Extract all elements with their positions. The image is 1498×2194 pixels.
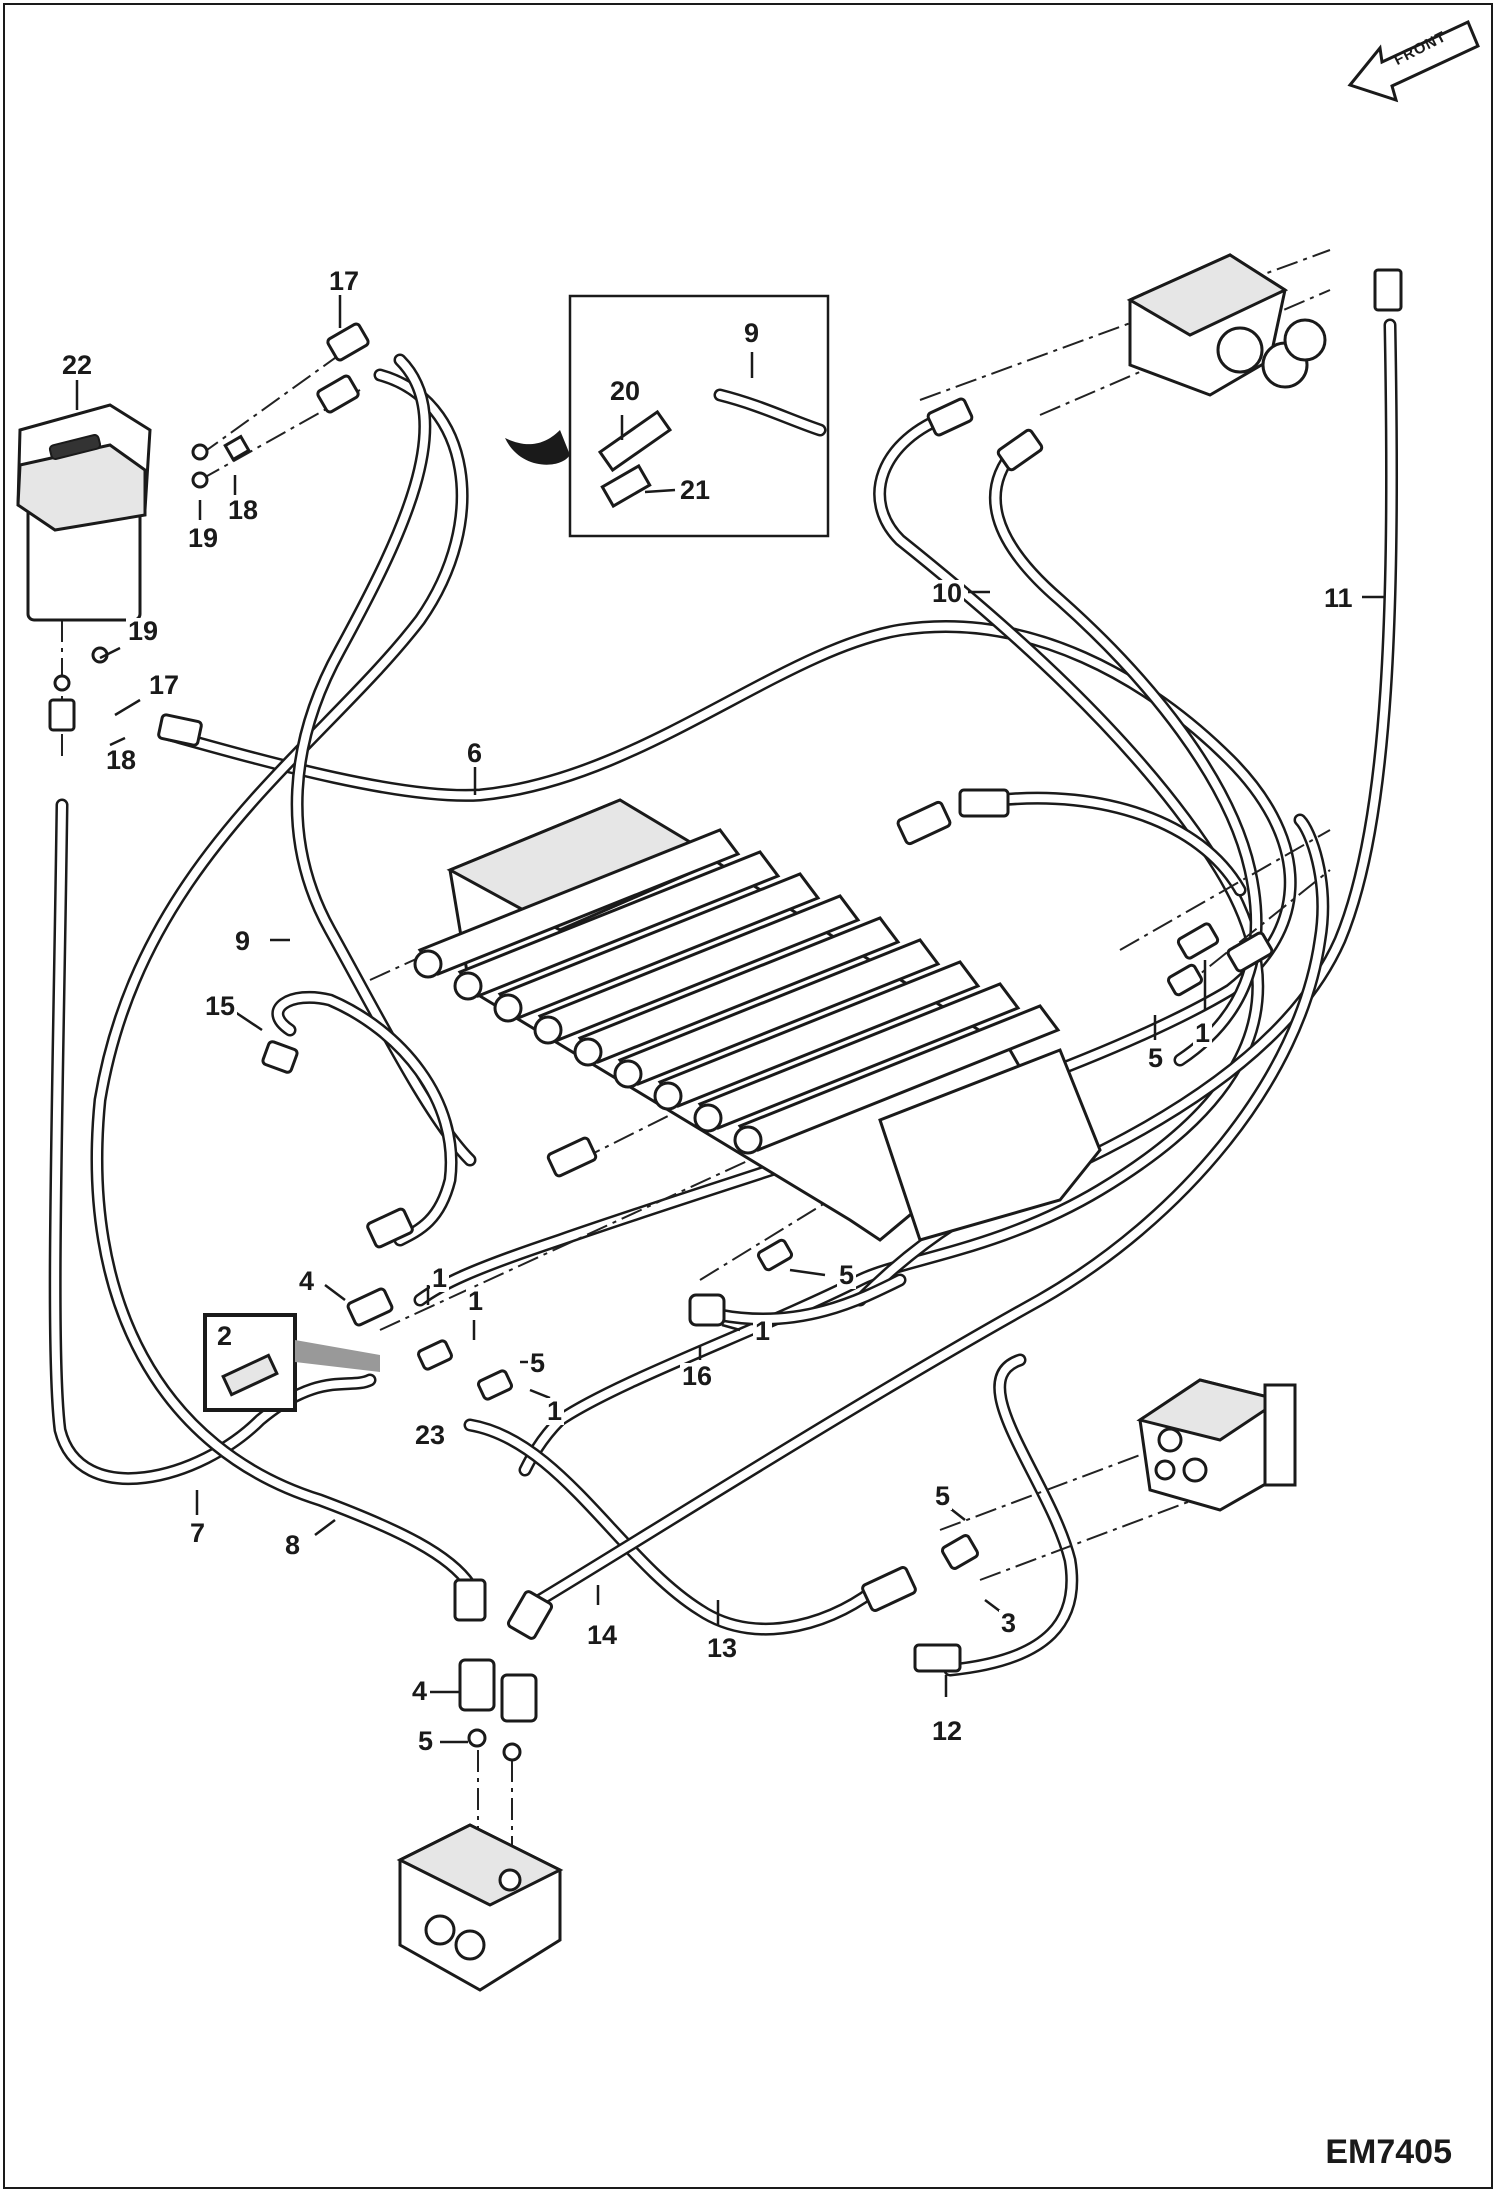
bottom-block bbox=[396, 1823, 564, 1992]
callout-6: 6 bbox=[465, 738, 485, 768]
diagram-code: EM7405 bbox=[1325, 2133, 1452, 2171]
callout-13: 13 bbox=[705, 1633, 740, 1663]
callout-19-mid: 19 bbox=[126, 616, 161, 646]
spool-end bbox=[573, 1037, 603, 1067]
callout-4-left: 4 bbox=[297, 1266, 317, 1296]
callout-22: 22 bbox=[60, 350, 95, 380]
detail-inset-2 bbox=[203, 1313, 380, 1412]
callout-7: 7 bbox=[188, 1518, 208, 1548]
spool-end bbox=[733, 1125, 763, 1155]
hose-15 bbox=[271, 990, 458, 1247]
callout-1-c: 1 bbox=[545, 1396, 565, 1426]
callout-15: 15 bbox=[203, 991, 238, 1021]
callout-5-left: 5 bbox=[528, 1348, 548, 1378]
callout-5-lower: 5 bbox=[933, 1481, 953, 1511]
callout-5-right: 5 bbox=[1146, 1043, 1166, 1073]
callout-2: 2 bbox=[215, 1321, 235, 1351]
selector-valve bbox=[1126, 253, 1327, 397]
callout-21: 21 bbox=[678, 475, 713, 505]
spool-end bbox=[613, 1059, 643, 1089]
fittings bbox=[48, 268, 1403, 1762]
detail-inset-20-21 bbox=[505, 294, 830, 538]
spool-end bbox=[653, 1081, 683, 1111]
callout-19-top: 19 bbox=[186, 523, 221, 553]
main-control-valve bbox=[413, 798, 1102, 1242]
spool-end bbox=[533, 1015, 563, 1045]
callout-3: 3 bbox=[999, 1608, 1019, 1638]
callout-23: 23 bbox=[413, 1420, 448, 1450]
hose-group bbox=[48, 318, 1399, 1677]
callout-9-inset: 9 bbox=[742, 318, 762, 348]
callout-1-b: 1 bbox=[466, 1286, 486, 1316]
callout-16: 16 bbox=[680, 1361, 715, 1391]
callout-8: 8 bbox=[283, 1530, 303, 1560]
callout-1-center: 1 bbox=[753, 1316, 773, 1346]
callout-11: 11 bbox=[1322, 583, 1355, 613]
drawing-frame bbox=[3, 3, 1493, 2189]
callout-14: 14 bbox=[585, 1620, 620, 1650]
callout-18-top: 18 bbox=[226, 495, 261, 525]
callout-5-bottom: 5 bbox=[416, 1726, 436, 1756]
pilot-control-22 bbox=[16, 403, 152, 622]
front-arrow-icon bbox=[1347, 19, 1480, 103]
callout-1-a: 1 bbox=[430, 1263, 450, 1293]
callout-4-bottom: 4 bbox=[410, 1676, 430, 1706]
spool-end bbox=[413, 949, 443, 979]
callout-17-top: 17 bbox=[327, 266, 362, 296]
lower-right-block bbox=[1136, 1378, 1297, 1512]
callout-9: 9 bbox=[233, 926, 253, 956]
callout-18-mid: 18 bbox=[104, 745, 139, 775]
spool-end bbox=[453, 971, 483, 1001]
callout-5-center: 5 bbox=[837, 1260, 857, 1290]
spool-end bbox=[693, 1103, 723, 1133]
callout-10: 10 bbox=[930, 578, 965, 608]
callout-20: 20 bbox=[608, 376, 643, 406]
callout-17-mid: 17 bbox=[147, 670, 182, 700]
callout-12: 12 bbox=[930, 1716, 965, 1746]
spool-end bbox=[493, 993, 523, 1023]
callout-1-right: 1 bbox=[1193, 1018, 1213, 1048]
